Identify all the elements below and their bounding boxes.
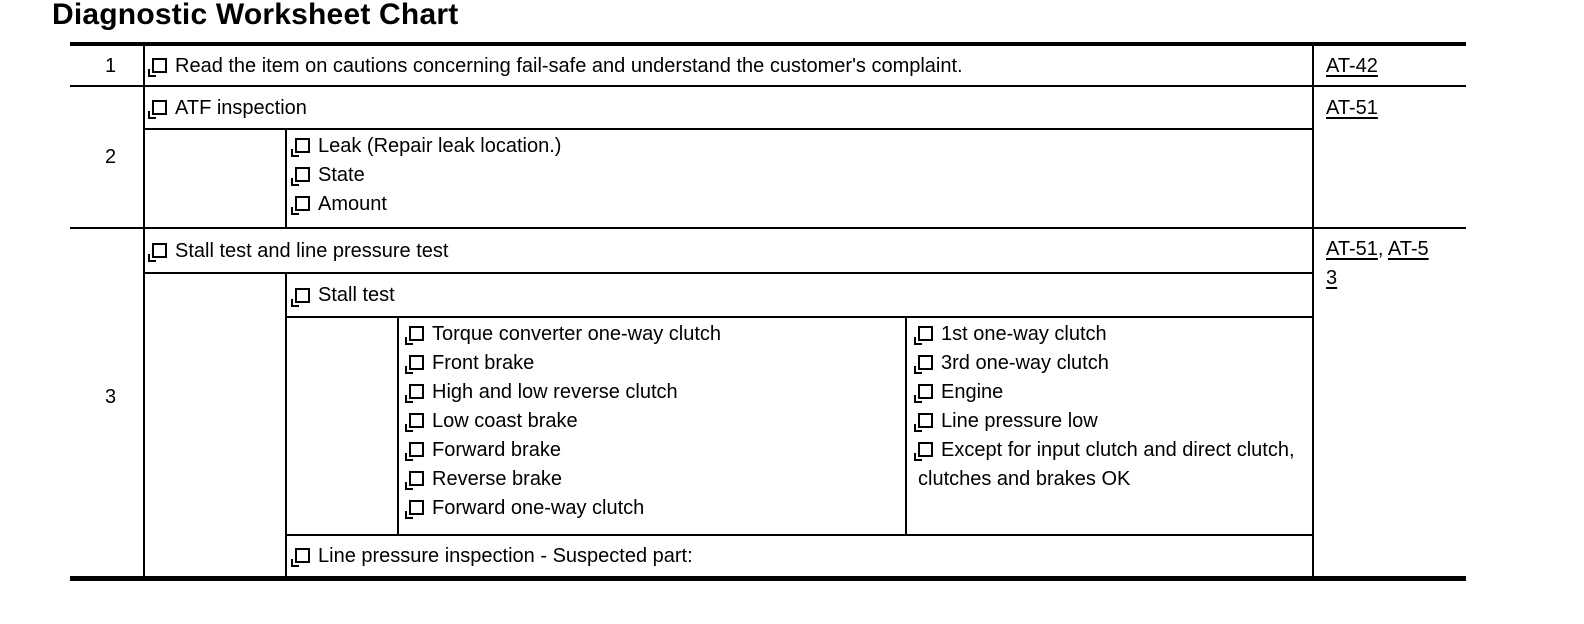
page-title: Diagnostic Worksheet Chart — [52, 0, 459, 31]
page-reference-link[interactable]: AT-42 — [1326, 54, 1378, 77]
item-label: High and low reverse clutch — [432, 381, 678, 403]
item-label: 3rd one-way clutch — [941, 352, 1109, 374]
checkbox-icon — [291, 167, 310, 186]
stall-test-left-checklist: Torque converter one-way clutch Front br… — [405, 320, 897, 523]
checklist-item: Read the item on cautions concerning fai… — [148, 46, 1302, 85]
item-label: Amount — [318, 193, 387, 215]
inner-indent-divider — [397, 316, 399, 536]
checkbox-icon — [405, 326, 424, 345]
atf-subrow-divider — [143, 128, 1314, 130]
checklist-item: Amount — [291, 190, 1295, 219]
item-label: Forward brake — [432, 439, 561, 461]
item-label: Leak (Repair leak location.) — [318, 135, 562, 157]
checkbox-icon — [291, 548, 310, 567]
checkbox-icon — [914, 413, 933, 432]
checkbox-icon — [405, 442, 424, 461]
page-reference-link[interactable]: AT-51 — [1326, 96, 1378, 119]
row-number: 2 — [104, 146, 117, 168]
checklist-item: Torque converter one-way clutch — [405, 320, 897, 349]
checklist-item: Line pressure low — [914, 407, 1304, 436]
item-label: Except for input clutch and direct clutc… — [918, 439, 1295, 490]
checkbox-icon — [148, 100, 167, 119]
checklist-item: 3rd one-way clutch — [914, 349, 1304, 378]
row1-row2-divider — [70, 85, 1466, 87]
link-cell: AT-51 — [1326, 87, 1461, 128]
item-label: Read the item on cautions concerning fai… — [175, 54, 963, 77]
item-label: Stall test — [318, 284, 395, 306]
page-reference-link[interactable]: AT-53 — [1326, 238, 1429, 289]
stall-test-right-checklist: 1st one-way clutch 3rd one-way clutch En… — [914, 320, 1304, 494]
checkbox-icon — [914, 384, 933, 403]
checklist-item: High and low reverse clutch — [405, 378, 897, 407]
checkbox-icon — [914, 355, 933, 374]
row-number: 3 — [104, 386, 117, 408]
checkbox-icon — [291, 196, 310, 215]
link-cell: AT-42 — [1326, 46, 1461, 85]
checkbox-icon — [405, 413, 424, 432]
checklist-item: Low coast brake — [405, 407, 897, 436]
checklist-item: Engine — [914, 378, 1304, 407]
checklist-item: Stall test — [291, 274, 1295, 316]
checkbox-icon — [914, 442, 933, 461]
link-column-divider — [1312, 42, 1314, 581]
item-label: ATF inspection — [175, 96, 307, 119]
atf-sub-checklist: Leak (Repair leak location.) State Amoun… — [291, 132, 1295, 219]
checkbox-icon — [291, 287, 310, 307]
checklist-item: 1st one-way clutch — [914, 320, 1304, 349]
row-number: 1 — [104, 54, 117, 77]
checklist-item: ATF inspection — [148, 87, 1302, 128]
checklist-item: Line pressure inspection - Suspected par… — [291, 536, 1295, 575]
item-label: Line pressure inspection - Suspected par… — [318, 544, 693, 567]
checkbox-icon — [914, 326, 933, 345]
table-border-bottom — [70, 576, 1466, 581]
item-label: Torque converter one-way clutch — [432, 323, 722, 345]
checklist-item: Reverse brake — [405, 465, 897, 494]
item-label: Front brake — [432, 352, 535, 374]
item-label: 1st one-way clutch — [941, 323, 1107, 345]
item-label: Line pressure low — [941, 410, 1098, 432]
checklist-item: Front brake — [405, 349, 897, 378]
checklist-item: Forward one-way clutch — [405, 494, 897, 523]
checkbox-icon — [148, 58, 167, 77]
checklist-item: State — [291, 161, 1295, 190]
page-reference-link[interactable]: AT-51 — [1326, 238, 1378, 260]
item-label: Low coast brake — [432, 410, 578, 432]
checklist-item: Except for input clutch and direct clutc… — [914, 436, 1304, 494]
checklist-item: Leak (Repair leak location.) — [291, 132, 1295, 161]
link-separator: , — [1377, 238, 1388, 260]
link-cell: AT-51, AT-53 — [1326, 235, 1431, 293]
checkbox-icon — [405, 471, 424, 490]
stall-subrow-divider — [143, 272, 1314, 274]
checkbox-icon — [148, 243, 167, 262]
row2-indent-divider — [285, 128, 287, 229]
stall-columns-divider — [905, 316, 907, 536]
item-label: Engine — [941, 381, 1004, 403]
checkbox-icon — [405, 355, 424, 374]
row3-indent-divider — [285, 272, 287, 581]
checkbox-icon — [291, 138, 310, 157]
checkbox-icon — [405, 500, 424, 519]
inner-table-top-border — [285, 316, 1314, 318]
row2-row3-divider — [70, 227, 1466, 229]
checklist-item: Forward brake — [405, 436, 897, 465]
checkbox-icon — [405, 384, 424, 403]
item-label: Stall test and line pressure test — [175, 239, 449, 262]
item-label: Forward one-way clutch — [432, 497, 645, 519]
table-border-top — [70, 42, 1466, 46]
inner-table-bottom-border — [285, 534, 1314, 536]
checklist-item: Stall test and line pressure test — [148, 229, 1302, 272]
number-column-divider — [143, 42, 145, 581]
item-label: State — [318, 164, 365, 186]
item-label: Reverse brake — [432, 468, 563, 490]
